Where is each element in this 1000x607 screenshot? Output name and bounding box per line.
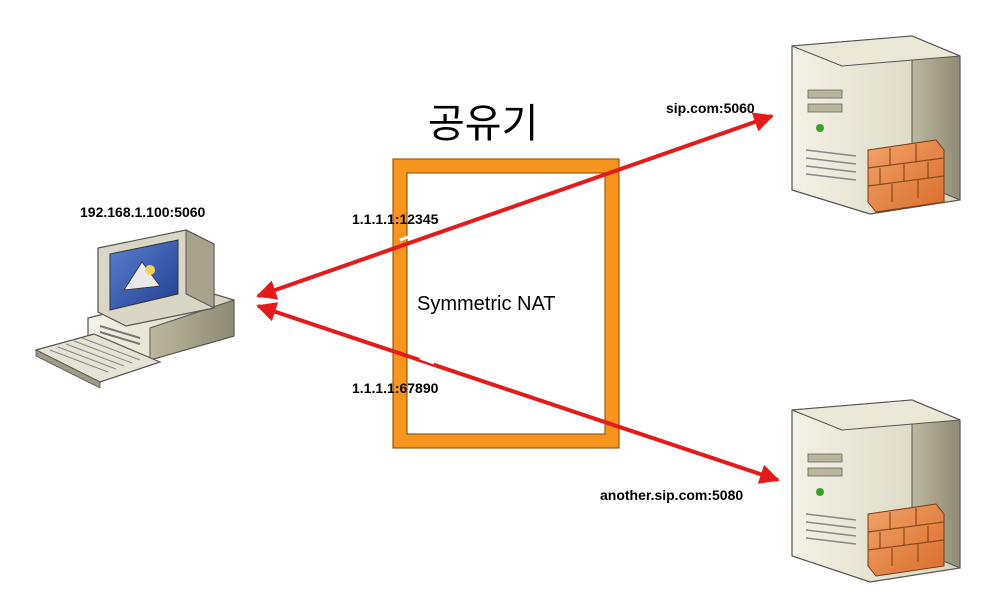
nat-mapping-label-2: 1.1.1.1:67890 bbox=[352, 380, 439, 396]
nat-type-label: Symmetric NAT bbox=[417, 293, 556, 315]
nat-mapping-label-1: 1.1.1.1:12345 bbox=[352, 211, 439, 227]
client-address-label: 192.168.1.100:5060 bbox=[80, 204, 206, 220]
server-with-firewall-icon bbox=[791, 35, 961, 215]
desktop-computer-icon bbox=[34, 229, 235, 389]
arrow-client-to-another-sip-com bbox=[256, 302, 780, 484]
router-title: 공유기 bbox=[428, 101, 539, 147]
arrow-notch-bottom bbox=[419, 356, 435, 365]
arrow-notch-top bbox=[399, 232, 417, 242]
server-address-label-2: another.sip.com:5080 bbox=[600, 487, 744, 503]
server-address-label-1: sip.com:5060 bbox=[666, 100, 755, 116]
server-with-firewall-icon bbox=[791, 399, 961, 583]
arrow-client-to-sip-com bbox=[256, 112, 774, 300]
